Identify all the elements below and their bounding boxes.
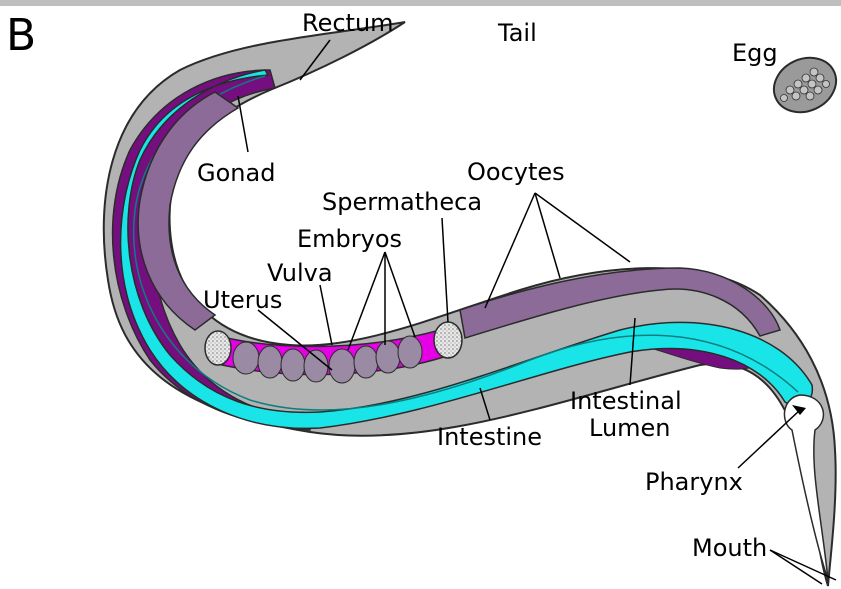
egg-label: Egg — [732, 39, 778, 67]
embryo — [258, 346, 282, 378]
embryo — [398, 336, 422, 368]
embryo — [329, 349, 355, 383]
mouth-leader-1 — [770, 550, 822, 584]
intestinal-lumen-label-line2: Lumen — [589, 414, 671, 442]
rectum-label: Rectum — [302, 9, 394, 37]
gonad-leader — [238, 96, 248, 152]
oocytes-label: Oocytes — [467, 158, 565, 186]
intestinal-lumen-label-line1: Intestinal — [570, 387, 682, 415]
embryo — [354, 346, 378, 378]
embryo — [281, 349, 305, 381]
spermatheca-label: Spermatheca — [322, 188, 482, 216]
spermatheca — [434, 322, 462, 358]
panel-label: B — [6, 10, 36, 61]
tail-label: Tail — [497, 19, 537, 47]
gonad-label: Gonad — [197, 159, 275, 187]
intestine-label: Intestine — [437, 423, 542, 451]
embryo — [304, 350, 328, 382]
vulva-leader — [320, 285, 332, 345]
oocytes-leader-3 — [535, 193, 630, 262]
pharynx-leader — [738, 410, 800, 468]
embryo — [233, 342, 259, 374]
vulva-label: Vulva — [267, 259, 333, 287]
embryos-leader-3 — [385, 252, 415, 337]
oocytes-leader-2 — [535, 193, 560, 278]
spermatheca-proximal — [205, 331, 231, 365]
embryos-label: Embryos — [297, 225, 402, 253]
top-border-strip — [0, 0, 841, 6]
uterus-label: Uterus — [203, 286, 282, 314]
embryo — [376, 341, 400, 373]
pharynx-label: Pharynx — [645, 468, 743, 496]
mouth-label: Mouth — [692, 534, 767, 562]
spermatheca-leader — [442, 218, 448, 322]
